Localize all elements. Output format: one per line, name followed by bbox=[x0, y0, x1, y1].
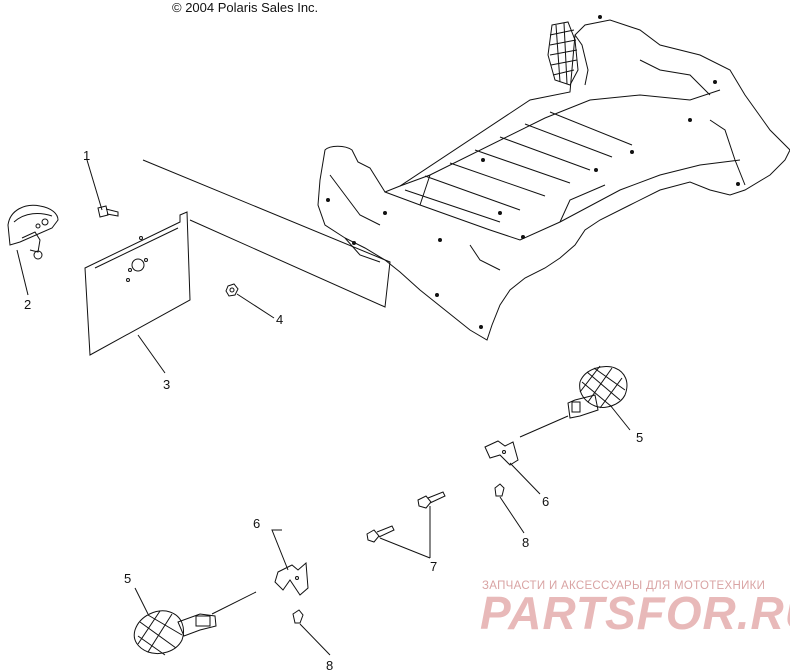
callout-7: 7 bbox=[430, 559, 437, 574]
turn-signal-right bbox=[567, 365, 628, 419]
rear-fender-body bbox=[317, 19, 790, 341]
screw-8-right bbox=[494, 483, 505, 497]
license-plate-projection-line bbox=[142, 159, 391, 308]
turn-signal-right-projection bbox=[519, 415, 569, 438]
turn-signal-left bbox=[133, 610, 217, 656]
callout-leaders bbox=[16, 159, 631, 656]
turn-signal-bracket-right bbox=[484, 440, 519, 466]
callout-5-left: 5 bbox=[124, 571, 131, 586]
fender-grille bbox=[547, 21, 579, 86]
callout-8-right: 8 bbox=[522, 535, 529, 550]
callout-6-right: 6 bbox=[542, 494, 549, 509]
callout-8-left: 8 bbox=[326, 658, 333, 672]
copyright-text: © 2004 Polaris Sales Inc. bbox=[172, 0, 319, 15]
turn-signal-bracket-left bbox=[274, 561, 309, 596]
watermark-logo: PARTSFOR.RU bbox=[480, 587, 790, 639]
callout-3: 3 bbox=[163, 377, 170, 392]
body-mounting-holes bbox=[326, 15, 740, 329]
callout-5-right: 5 bbox=[636, 430, 643, 445]
nut-4 bbox=[225, 283, 239, 297]
watermark-subtitle: ЗАПЧАСТИ И АКСЕССУАРЫ ДЛЯ МОТОТЕХНИКИ bbox=[482, 580, 766, 592]
callout-2: 2 bbox=[24, 297, 31, 312]
callout-6-left: 6 bbox=[253, 516, 260, 531]
tail-light bbox=[7, 204, 59, 260]
screw-8-left bbox=[292, 609, 304, 624]
callout-4: 4 bbox=[276, 312, 283, 327]
bolt-1 bbox=[97, 205, 119, 218]
turn-signal-left-projection bbox=[211, 591, 257, 615]
callout-labels: 1 2 3 4 5 6 7 8 5 6 8 bbox=[24, 148, 643, 672]
license-plate-bracket bbox=[84, 211, 191, 356]
callout-1: 1 bbox=[83, 148, 90, 163]
bolts-7 bbox=[366, 491, 446, 543]
